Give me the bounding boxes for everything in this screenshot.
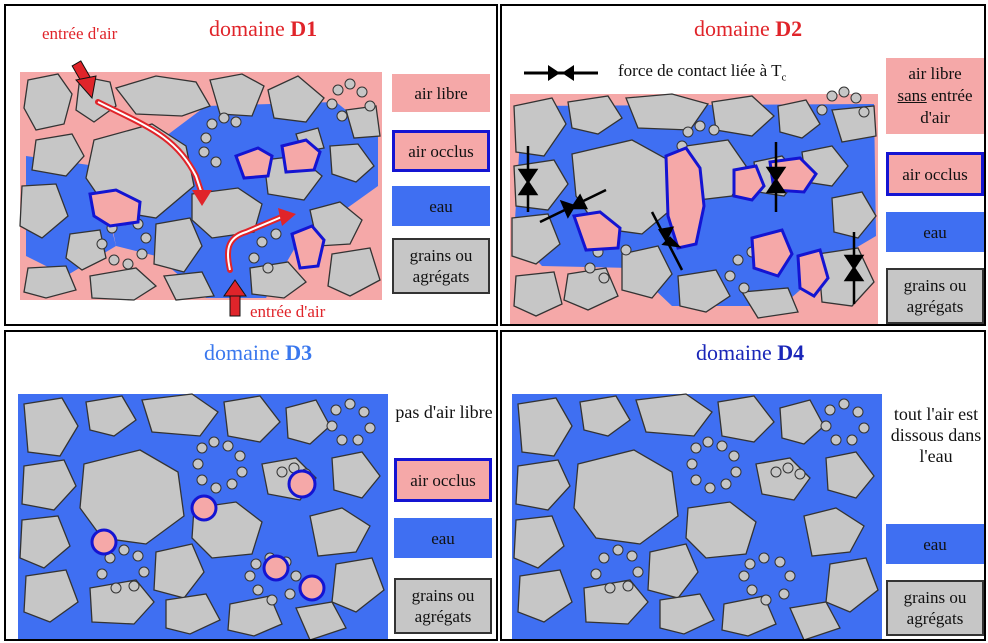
force-contact-label: force de contact liée à Tc — [618, 61, 787, 84]
soil-diagram-d2 — [510, 65, 878, 324]
legend-grains-d3: grains ou agrégats — [394, 578, 492, 634]
panel-title-d4: domaine D4 — [696, 340, 805, 365]
air-inlet-label-bottom: entrée d'air — [250, 302, 326, 321]
legend-water-d3: eau — [394, 518, 492, 558]
all-air-dissolved-label: tout l'air est dissous dans l'eau — [890, 404, 982, 466]
legend-free-air-d2: air libre sans entrée d'air — [886, 58, 984, 134]
panel-title-d2: domaine D2 — [694, 16, 803, 41]
air-inlet-label-top: entrée d'air — [42, 24, 118, 43]
soil-diagram-d1 — [19, 60, 382, 317]
legend-water-d1: eau — [392, 186, 490, 226]
no-free-air-label: pas d'air libre — [395, 402, 493, 422]
legend-free-air-d1: air libre — [392, 74, 490, 112]
legend-occluded-air-d1: air occlus — [392, 130, 490, 172]
legend-occluded-air-d3: air occlus — [394, 458, 492, 502]
panel-d4: domaine D4 — [500, 330, 986, 641]
soil-diagram-d4 — [512, 393, 882, 639]
legend-water-d2: eau — [886, 212, 984, 252]
panel-d3: domaine D3 — [4, 330, 498, 641]
legend-grains-d2: grains ou agrégats — [886, 268, 984, 324]
soil-diagram-d3 — [18, 393, 388, 639]
legend-occluded-air-d2: air occlus — [886, 152, 984, 196]
panel-d1: domaine D1 entrée d'air entrée d'air — [4, 4, 498, 326]
panel-title-d3: domaine D3 — [204, 340, 313, 365]
panel-title-d1: domaine D1 — [209, 16, 318, 41]
panel-d2: domaine D2 force de contact liée à Tc — [500, 4, 986, 326]
force-legend-icon — [524, 65, 598, 81]
legend-grains-d1: grains ou agrégats — [392, 238, 490, 294]
legend-grains-d4: grains ou agrégats — [886, 580, 984, 636]
legend-water-d4: eau — [886, 524, 984, 564]
